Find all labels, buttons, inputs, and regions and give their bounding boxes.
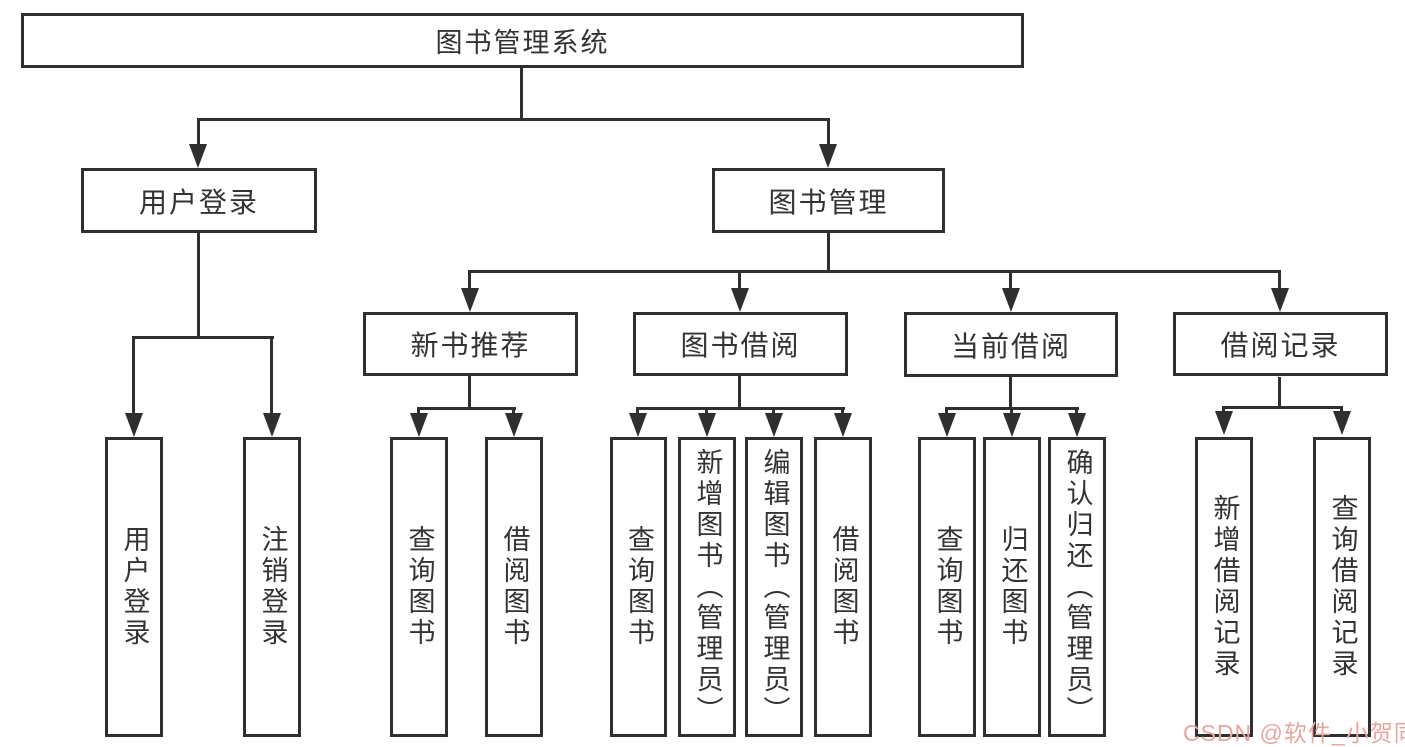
leaf-confirm-return-admin: 确认归还（管理员） bbox=[1048, 437, 1106, 737]
leaf-label: 注销登录 bbox=[257, 525, 288, 649]
leaf-label: 编辑图书（管理员） bbox=[759, 447, 790, 727]
leaf-query-books-borrow: 查询图书 bbox=[610, 437, 667, 737]
connector-stem bbox=[417, 407, 420, 417]
leaf-label: 新增借阅记录 bbox=[1209, 494, 1240, 680]
node-label: 用户登录 bbox=[138, 186, 259, 218]
leaf-edit-book-admin: 编辑图书（管理员） bbox=[745, 437, 803, 737]
arrowhead-down-icon bbox=[1333, 411, 1351, 435]
leaf-return-books: 归还图书 bbox=[983, 437, 1041, 737]
leaf-logout: 注销登录 bbox=[243, 437, 301, 737]
node-book-borrow: 图书借阅 bbox=[633, 312, 848, 376]
connector-rail bbox=[1222, 406, 1343, 409]
connector-stem bbox=[520, 68, 523, 119]
connector-stem bbox=[1075, 407, 1078, 417]
connector-rail bbox=[637, 407, 845, 410]
connector-stem bbox=[841, 407, 844, 417]
arrowhead-down-icon bbox=[1271, 288, 1289, 312]
connector-rail bbox=[468, 270, 1281, 273]
node-label: 图书管理 bbox=[768, 186, 889, 218]
leaf-label: 用户登录 bbox=[119, 525, 150, 649]
leaf-label: 新增图书（管理员） bbox=[692, 447, 723, 727]
connector-stem bbox=[1009, 270, 1012, 290]
connector-rail bbox=[417, 407, 516, 410]
node-label: 借阅记录 bbox=[1220, 330, 1341, 361]
arrowhead-down-icon bbox=[698, 413, 716, 437]
arrowhead-down-icon bbox=[834, 413, 852, 437]
connector-stem bbox=[738, 270, 741, 290]
leaf-query-books-current: 查询图书 bbox=[918, 437, 976, 737]
leaf-label: 确认归还（管理员） bbox=[1062, 447, 1093, 727]
connector-stem bbox=[827, 233, 830, 273]
connector-stem bbox=[1010, 407, 1013, 417]
arrowhead-down-icon bbox=[410, 413, 428, 437]
leaf-add-borrow-record: 新增借阅记录 bbox=[1195, 437, 1253, 737]
connector-stem bbox=[738, 376, 741, 410]
leaf-query-books-recommend: 查询图书 bbox=[390, 437, 448, 737]
leaf-label: 借阅图书 bbox=[828, 525, 859, 649]
connector-rail bbox=[132, 336, 274, 339]
leaf-label: 借阅图书 bbox=[499, 525, 530, 649]
leaf-borrow-books-recommend: 借阅图书 bbox=[485, 437, 543, 737]
connector-stem bbox=[772, 407, 775, 417]
connector-stem bbox=[132, 336, 135, 415]
connector-stem bbox=[945, 407, 948, 417]
connector-stem bbox=[468, 270, 471, 290]
arrowhead-down-icon bbox=[1002, 288, 1020, 312]
connector-stem bbox=[827, 118, 830, 147]
arrowhead-down-icon bbox=[189, 144, 207, 168]
arrowhead-down-icon bbox=[765, 413, 783, 437]
connector-stem bbox=[197, 118, 200, 147]
arrowhead-down-icon bbox=[938, 413, 956, 437]
node-current-borrow: 当前借阅 bbox=[904, 312, 1118, 377]
connector-stem bbox=[270, 336, 273, 415]
arrowhead-down-icon bbox=[819, 144, 837, 168]
node-label: 新书推荐 bbox=[410, 330, 531, 361]
leaf-query-borrow-record: 查询借阅记录 bbox=[1313, 437, 1371, 737]
connector-stem bbox=[1278, 377, 1281, 409]
connector-stem bbox=[197, 233, 200, 339]
node-new-book-recommend: 新书推荐 bbox=[363, 312, 578, 376]
connector-stem bbox=[512, 407, 515, 417]
node-label: 当前借阅 bbox=[950, 330, 1071, 362]
node-library-management-system: 图书管理系统 bbox=[21, 13, 1024, 68]
connector-stem bbox=[705, 407, 708, 417]
leaf-label: 查询借阅记录 bbox=[1327, 494, 1358, 680]
arrowhead-down-icon bbox=[125, 413, 143, 437]
leaf-label: 查询图书 bbox=[624, 525, 654, 649]
arrowhead-down-icon bbox=[629, 413, 647, 437]
connector-stem bbox=[1278, 270, 1281, 290]
arrowhead-down-icon bbox=[1003, 413, 1021, 437]
node-label: 图书管理系统 bbox=[435, 28, 610, 58]
node-user-login: 用户登录 bbox=[81, 168, 317, 233]
arrowhead-down-icon bbox=[1215, 411, 1233, 435]
leaf-user-login: 用户登录 bbox=[105, 437, 163, 737]
arrowhead-down-icon bbox=[461, 288, 479, 312]
node-label: 图书借阅 bbox=[680, 330, 801, 361]
leaf-borrow-books: 借阅图书 bbox=[814, 437, 872, 737]
arrowhead-down-icon bbox=[1068, 413, 1086, 437]
connector-rail bbox=[197, 118, 830, 121]
leaf-add-book-admin: 新增图书（管理员） bbox=[678, 437, 736, 737]
watermark-text: CSDN @软件_小贺同学 bbox=[1183, 720, 1405, 746]
connector-stem bbox=[636, 407, 639, 417]
node-borrow-records: 借阅记录 bbox=[1173, 312, 1388, 376]
leaf-label: 归还图书 bbox=[997, 525, 1028, 649]
connector-stem bbox=[1009, 377, 1012, 410]
arrowhead-down-icon bbox=[505, 413, 523, 437]
arrowhead-down-icon bbox=[731, 288, 749, 312]
connector-stem bbox=[468, 376, 471, 410]
leaf-label: 查询图书 bbox=[932, 525, 963, 649]
leaf-label: 查询图书 bbox=[404, 525, 435, 649]
node-book-management: 图书管理 bbox=[712, 168, 945, 233]
arrowhead-down-icon bbox=[263, 413, 281, 437]
